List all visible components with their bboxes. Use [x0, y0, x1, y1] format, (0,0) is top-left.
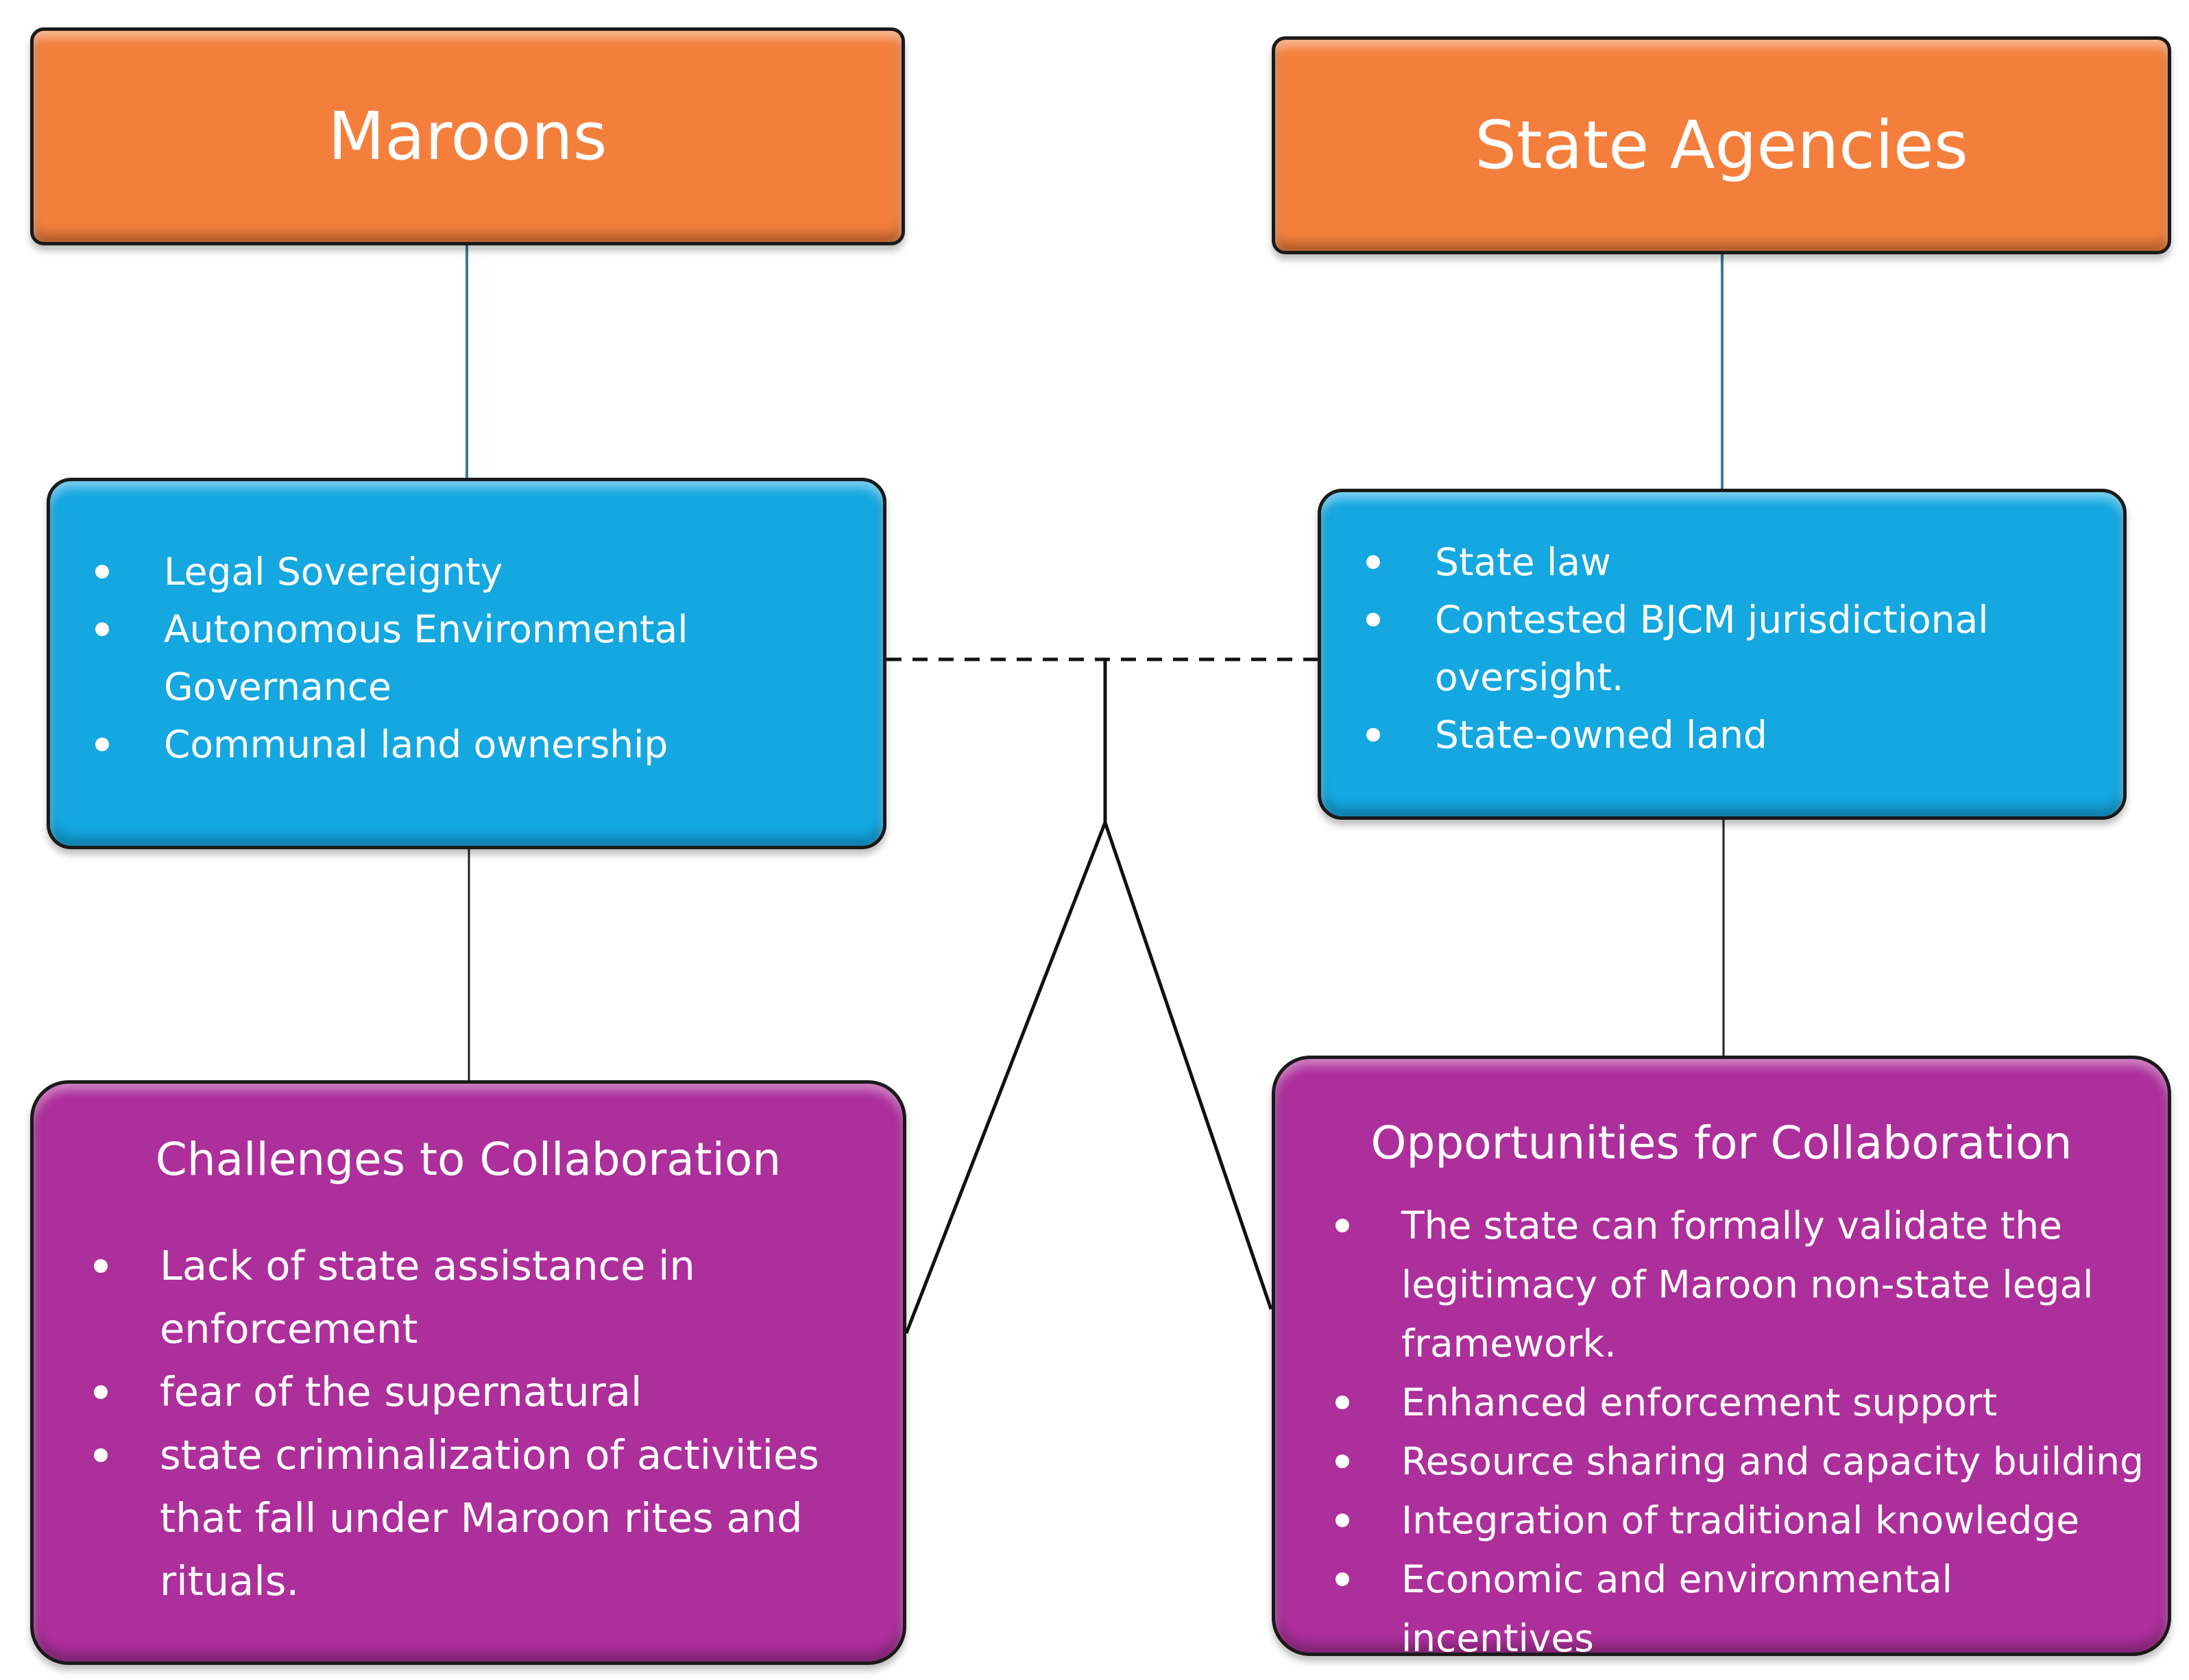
challenges-list: Lack of state assistance in enforcement …: [34, 1234, 882, 1613]
list-item: Legal Sovereignty: [50, 543, 869, 600]
state-agencies-title: State Agencies: [1475, 107, 1968, 184]
challenges-title: Challenges to Collaboration: [155, 1133, 782, 1186]
list-item: fear of the supernatural: [34, 1361, 882, 1424]
maroons-attributes-list: Legal Sovereignty Autonomous Environment…: [50, 543, 869, 773]
list-item: State-owned land: [1321, 706, 2109, 764]
list-item: Lack of state assistance in enforcement: [34, 1234, 882, 1361]
opportunities-box: Opportunities for Collaboration The stat…: [1272, 1056, 2171, 1660]
challenges-box: Challenges to Collaboration Lack of stat…: [30, 1080, 906, 1665]
list-item: State law: [1321, 533, 2109, 591]
list-item: Enhanced enforcement support: [1275, 1373, 2154, 1432]
maroons-header-box: Maroons: [30, 27, 905, 245]
state-agencies-header-box: State Agencies: [1272, 36, 2171, 254]
list-item: state criminalization of activities that…: [34, 1424, 882, 1613]
state-attributes-box: State law Contested BJCM jurisdictional …: [1318, 489, 2127, 820]
list-item: Communal land ownership: [50, 716, 869, 773]
list-item: Contested BJCM jurisdictional oversight.: [1321, 591, 2109, 706]
list-item: The state can formally validate the legi…: [1275, 1196, 2154, 1373]
list-item: Autonomous Environmental Governance: [50, 600, 869, 716]
list-item: Integration of traditional knowledge: [1275, 1491, 2154, 1550]
opportunities-title: Opportunities for Collaboration: [1370, 1117, 2072, 1169]
maroons-title: Maroons: [328, 98, 607, 175]
state-attributes-list: State law Contested BJCM jurisdictional …: [1321, 533, 2109, 764]
list-item: Economic and environmental incentives: [1275, 1550, 2154, 1668]
list-item: Resource sharing and capacity building: [1275, 1432, 2154, 1491]
opportunities-list: The state can formally validate the legi…: [1275, 1196, 2154, 1668]
maroons-attributes-box: Legal Sovereignty Autonomous Environment…: [47, 478, 886, 849]
branch-to-challenges-line: [904, 822, 1107, 1334]
branch-to-opportunities-line: [1103, 822, 1273, 1310]
